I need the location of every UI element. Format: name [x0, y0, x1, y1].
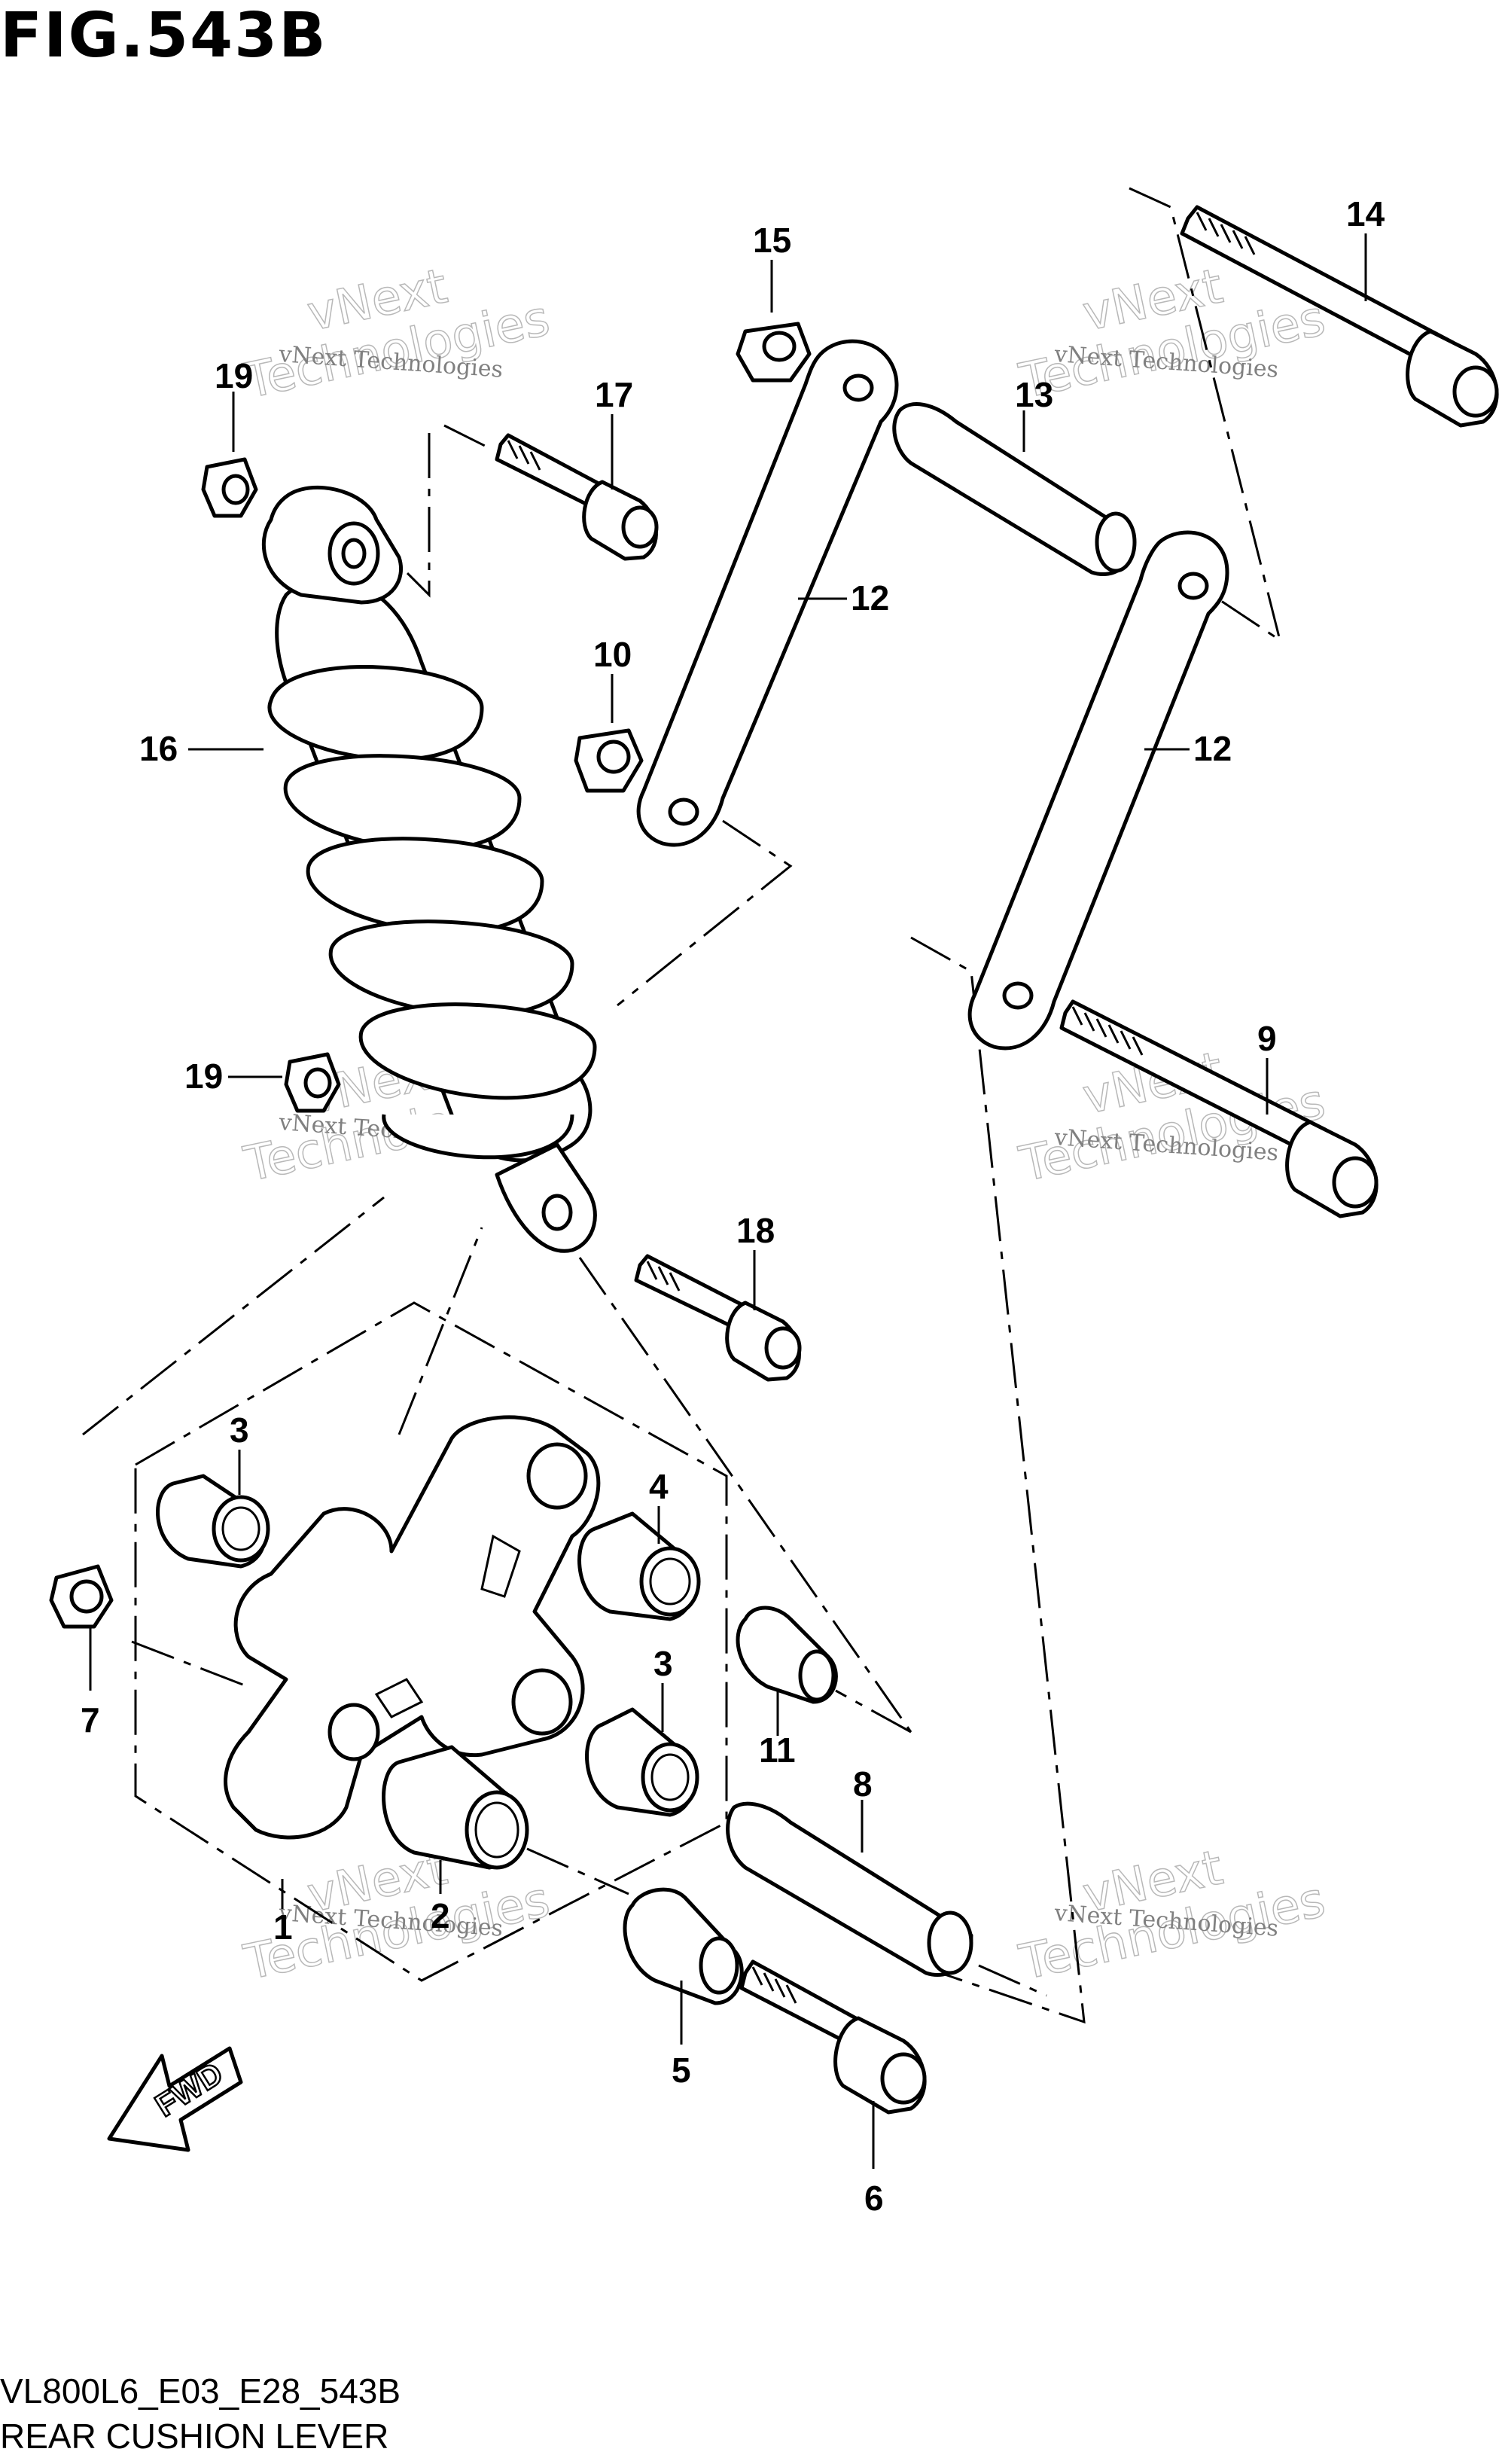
- callout-1: 1: [273, 1907, 293, 1947]
- callout-19-upper: 19: [215, 356, 253, 395]
- nut-10: [574, 728, 644, 793]
- callout-15: 15: [753, 221, 791, 260]
- callout-2: 2: [431, 1896, 450, 1935]
- rear-shock-absorber: [261, 485, 597, 1253]
- spacer-13: [892, 402, 1137, 577]
- nut-19-upper: [201, 457, 258, 518]
- nut-7: [49, 1564, 114, 1629]
- callout-3-upper: 3: [230, 1410, 249, 1450]
- needle-bearing-2: [382, 1745, 529, 1870]
- leader-lines: [89, 233, 1367, 2169]
- callout-11: 11: [759, 1731, 796, 1770]
- callout-10: 10: [593, 635, 632, 674]
- collar-5: [623, 1887, 744, 2005]
- callout-17: 17: [595, 375, 633, 414]
- callout-18: 18: [736, 1211, 775, 1250]
- collar-11: [736, 1606, 838, 1704]
- callout-9: 9: [1257, 1019, 1277, 1058]
- callout-13: 13: [1015, 375, 1053, 414]
- figure-code: VL800L6_E03_E28_543B: [0, 2371, 401, 2411]
- needle-bearing-3-upper: [156, 1474, 270, 1569]
- nut-15: [736, 322, 812, 383]
- bolt-9: [1059, 999, 1379, 1218]
- callout-4: 4: [649, 1467, 669, 1506]
- callout-labels: 15 14 13 17 19 12 12 16 10 9 19 18 3 4 3…: [81, 194, 1385, 2218]
- cushion-rod-12-right: [967, 530, 1229, 1051]
- callout-16: 16: [139, 729, 178, 768]
- callout-7: 7: [81, 1700, 100, 1740]
- callout-14: 14: [1346, 194, 1385, 233]
- cushion-lever: [224, 1415, 601, 1840]
- callout-12-right: 12: [1193, 729, 1232, 768]
- bolt-14: [1180, 205, 1499, 428]
- needle-bearing-3-lower: [585, 1707, 699, 1817]
- bolt-17: [495, 433, 659, 561]
- callout-5: 5: [672, 2051, 691, 2090]
- needle-bearing-4: [577, 1511, 701, 1621]
- callout-3-lower: 3: [653, 1644, 673, 1683]
- figure-title: FIG.543B: [0, 0, 327, 72]
- cushion-rod-12-left: [636, 339, 899, 847]
- assembly-lines: [82, 187, 1282, 2024]
- callout-8: 8: [853, 1764, 873, 1804]
- nut-19-lower: [284, 1052, 341, 1113]
- figure-name: REAR CUSHION LEVER: [0, 2417, 389, 2456]
- bolt-6: [739, 1959, 927, 2115]
- spacer-8: [726, 1801, 973, 1978]
- callout-12-left: 12: [851, 578, 889, 618]
- bolt-18: [634, 1254, 802, 1382]
- fwd-arrow-icon: FWD: [107, 2046, 243, 2152]
- callout-6: 6: [864, 2179, 884, 2218]
- callout-19-lower: 19: [184, 1057, 223, 1096]
